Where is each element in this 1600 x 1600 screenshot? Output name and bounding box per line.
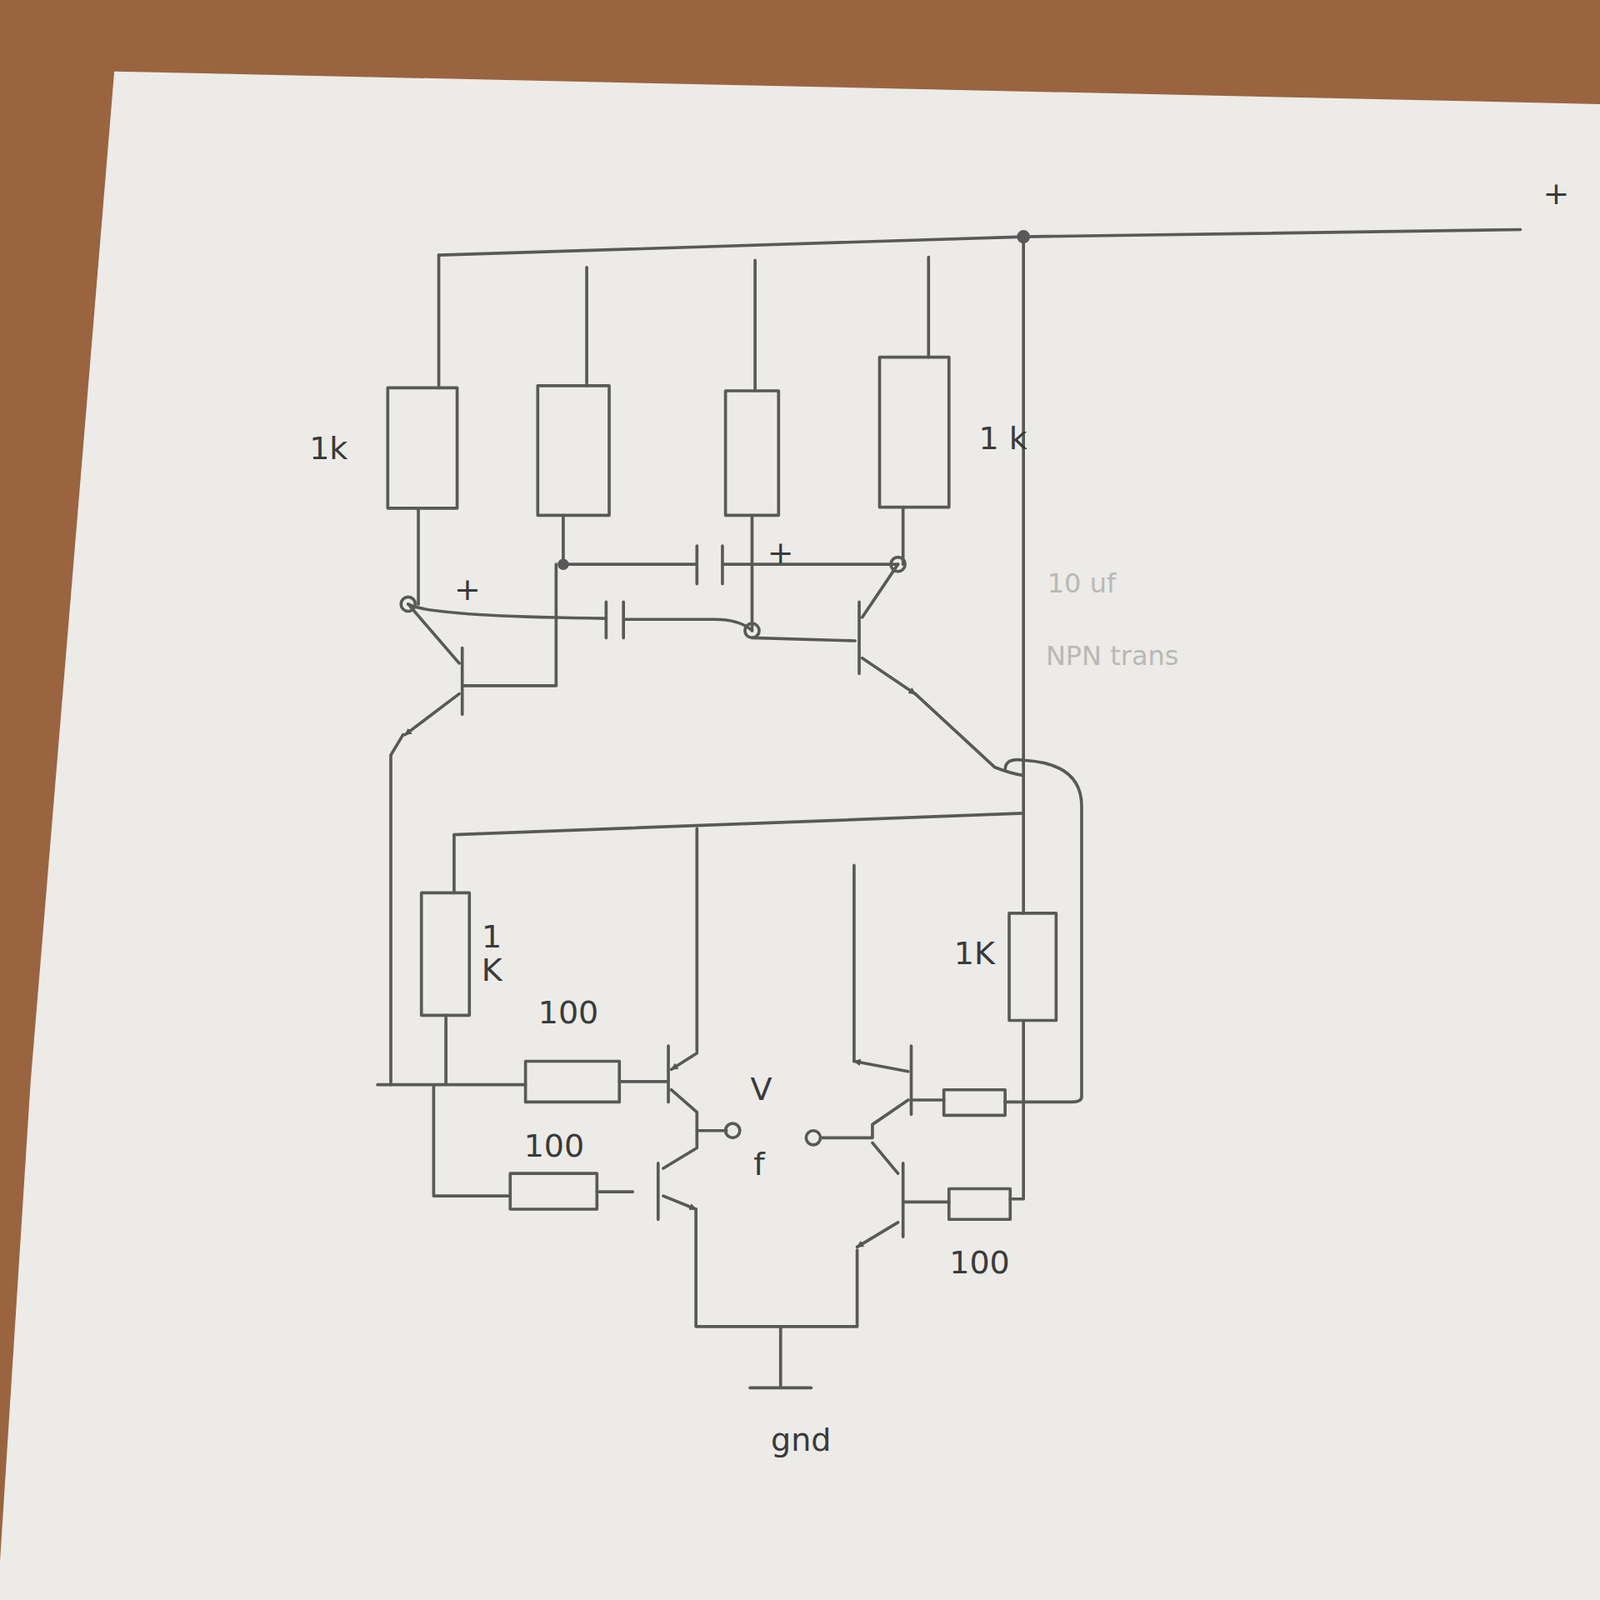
component-label: NPN trans [1045,642,1180,671]
component-label: 1 K [472,920,511,988]
resistor-symbol [510,1173,597,1210]
resistor-symbol [949,1189,1010,1220]
supply-rail [454,813,1024,1062]
resistor-symbol [387,387,457,508]
resistor-symbol [1009,913,1056,1021]
resistor-symbol [525,1060,620,1102]
transistor-symbol [658,1130,698,1220]
component-label: 100 [538,996,600,1030]
resistor-symbol [725,390,780,515]
transistor-symbol [820,1045,944,1138]
transistor-symbol [668,1045,727,1131]
resistor-symbol [944,1090,1005,1116]
component-label: + [454,573,481,607]
component-label: 10 uf [1047,570,1116,599]
component-label: f [753,1148,765,1182]
component-label: 100 [949,1246,1010,1280]
resistor-symbol [537,385,610,516]
component-label: V [750,1073,772,1107]
component-label: gnd [770,1424,831,1458]
component-label: 1K [954,937,995,971]
component-label: + [1542,177,1570,211]
resistor-symbol [880,357,950,508]
capacitor-symbol [408,601,753,638]
component-label: 100 [524,1130,585,1164]
component-label: 1 k [979,422,1028,456]
transistor-symbol [751,564,898,674]
supply-rail [439,230,1521,256]
ground-symbol [750,1326,811,1388]
transistor-symbol [872,1142,950,1237]
transistor-symbol [408,564,557,715]
paper-sheet [0,71,1600,1600]
capacitor-symbol [563,545,899,584]
resistor-symbol [421,892,470,1015]
component-label: 1k [309,432,348,466]
component-label: + [767,536,795,570]
